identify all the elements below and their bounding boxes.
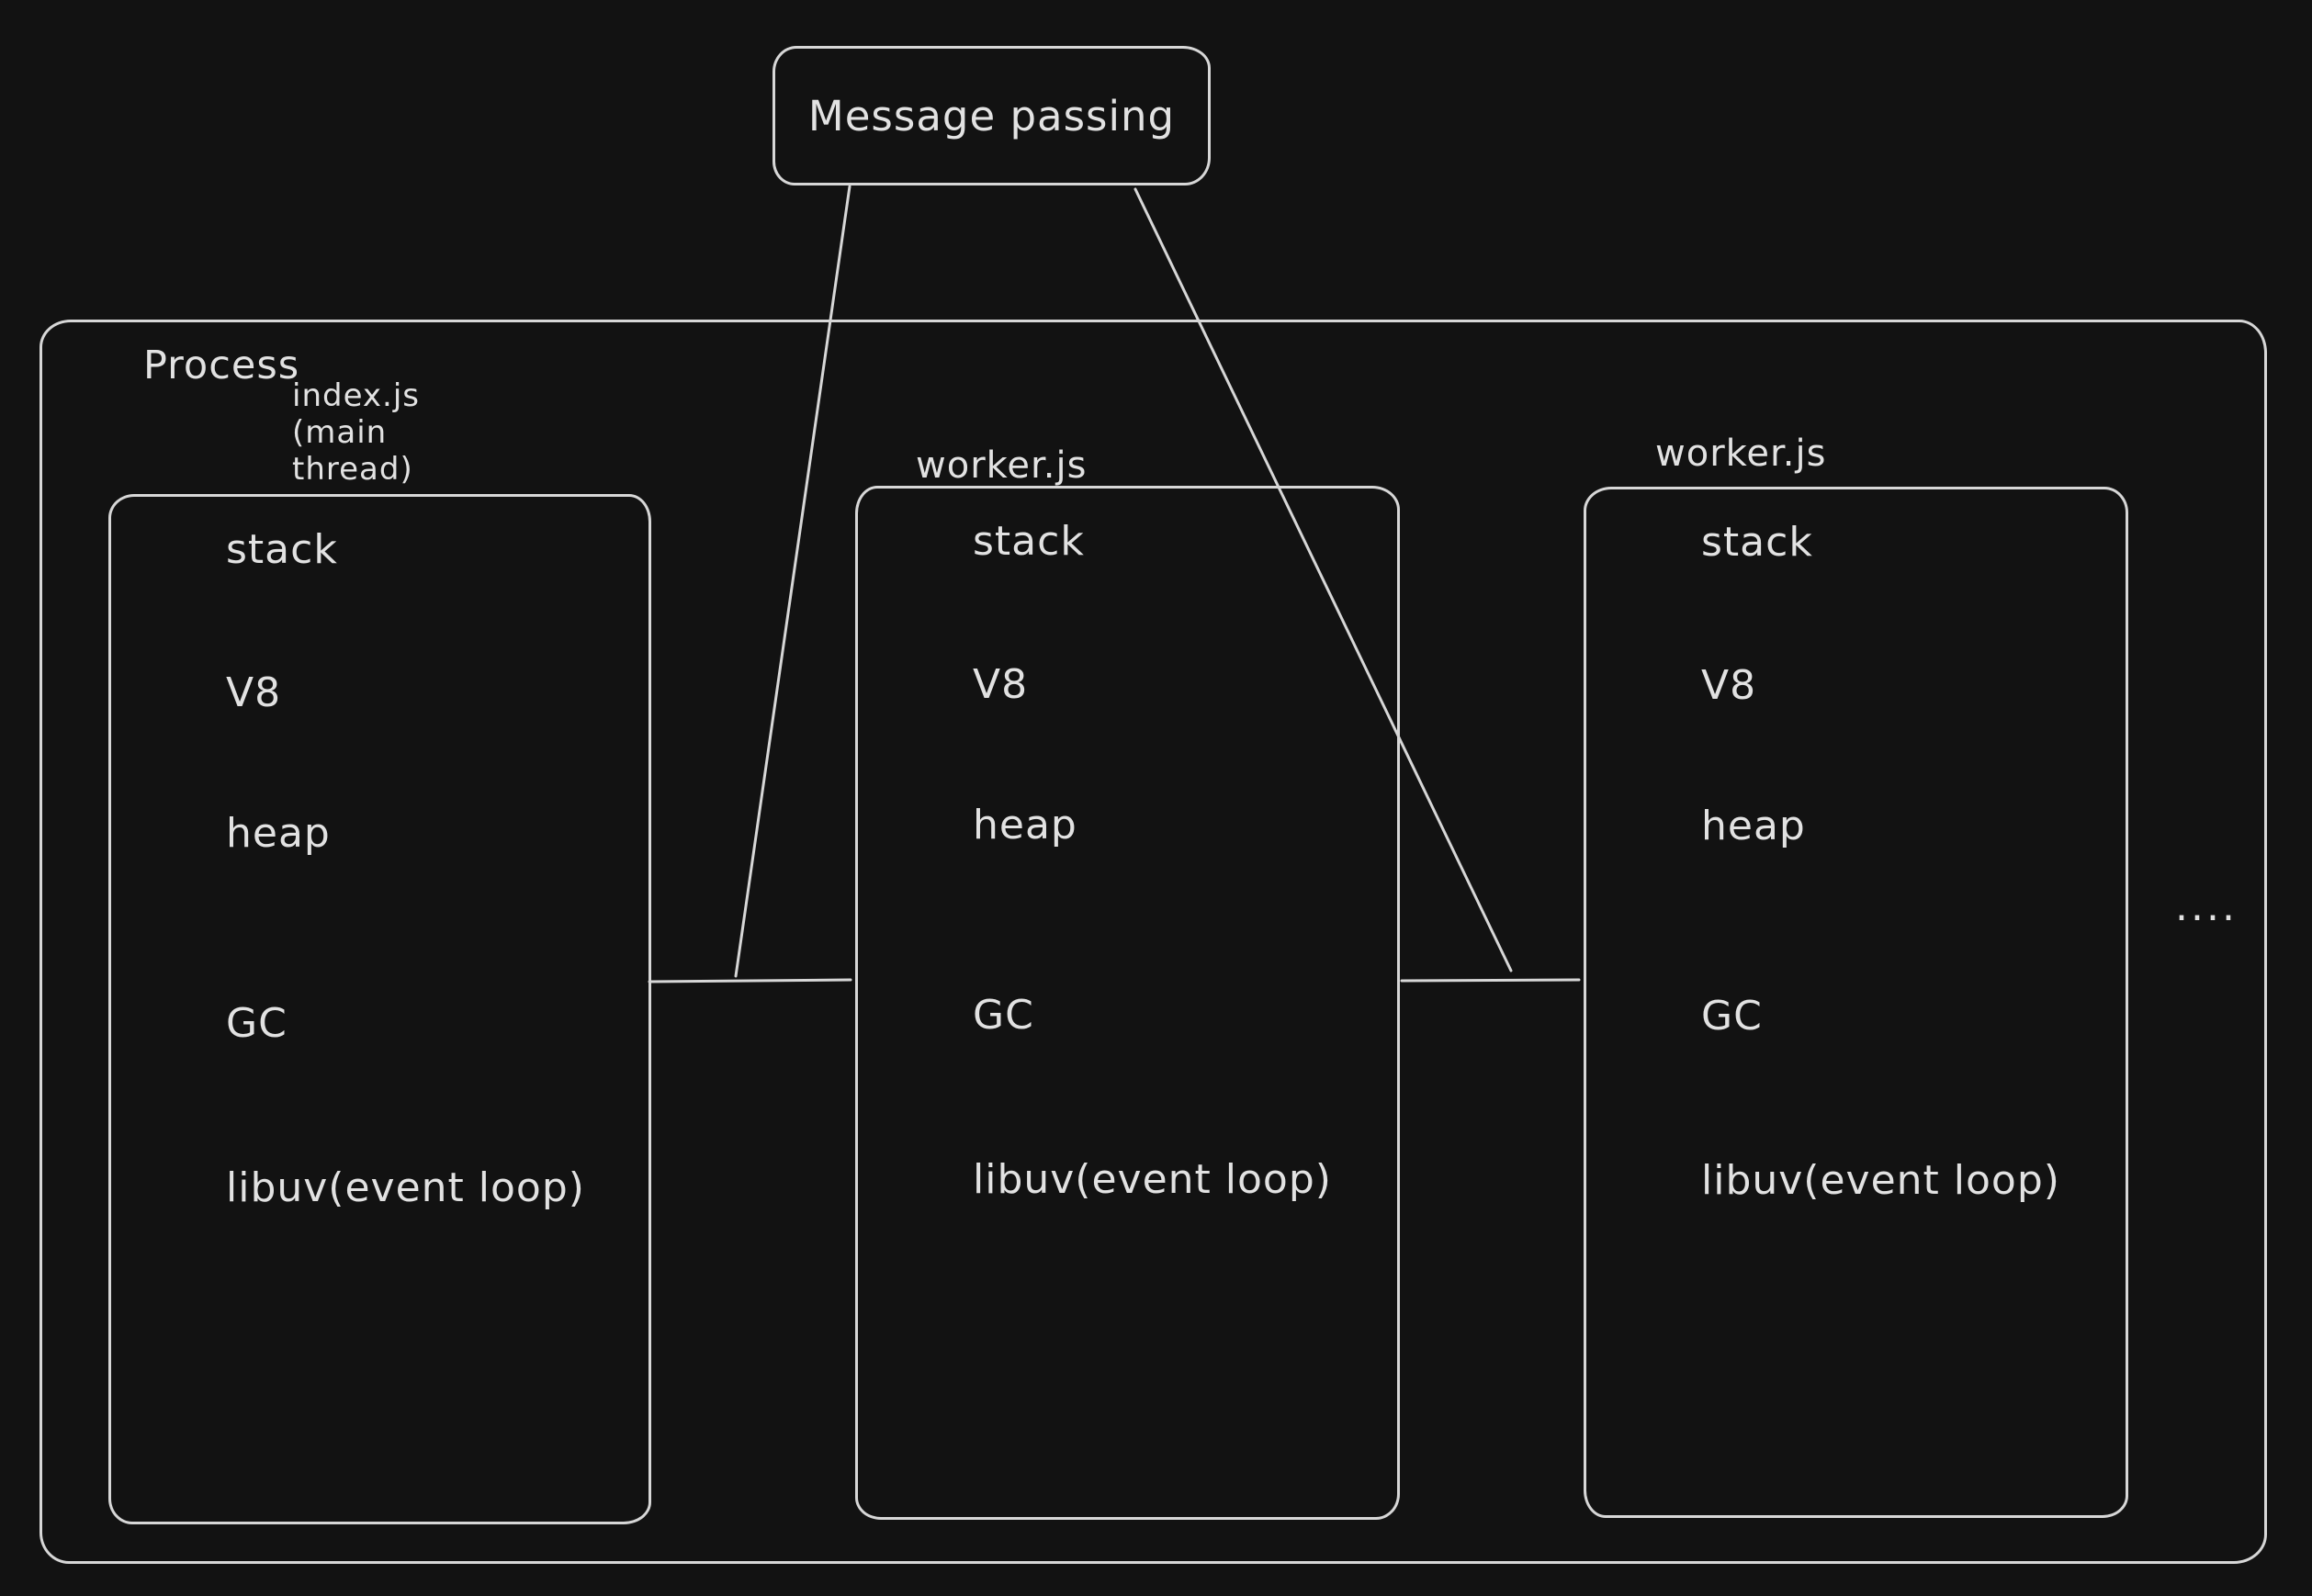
message-passing-label: Message passing <box>807 91 1176 140</box>
main-thread-item-v8: V8 <box>226 669 282 716</box>
more-workers-ellipsis: .... <box>2175 883 2238 930</box>
worker1-item-stack: stack <box>973 518 1085 565</box>
worker2-item-v8: V8 <box>1701 662 1757 709</box>
worker2-item-gc: GC <box>1701 993 1763 1040</box>
main-thread-item-libuv: libuv(event loop) <box>226 1164 585 1211</box>
main-thread-title-line-3: thread) <box>292 451 413 488</box>
main-thread-box: stack V8 heap GC libuv(event loop) <box>108 494 651 1524</box>
worker2-item-heap: heap <box>1701 803 1806 849</box>
worker1-item-v8: V8 <box>973 661 1029 708</box>
main-thread-item-stack: stack <box>226 526 338 573</box>
main-thread-title-line-1: index.js <box>292 377 420 414</box>
worker2-item-libuv: libuv(event loop) <box>1701 1157 2060 1204</box>
worker2-item-stack: stack <box>1701 519 1813 566</box>
main-thread-title: index.js (main thread) <box>292 377 420 488</box>
worker2-title: worker.js <box>1655 433 1827 475</box>
process-box: Process index.js (main thread) worker.js… <box>39 320 2267 1564</box>
main-thread-item-heap: heap <box>226 810 331 857</box>
process-label: Process <box>143 343 300 388</box>
main-thread-title-line-2: (main <box>292 414 388 451</box>
worker1-item-libuv: libuv(event loop) <box>973 1156 1332 1203</box>
worker1-box: stack V8 heap GC libuv(event loop) <box>855 486 1400 1520</box>
message-passing-box: Message passing <box>773 46 1211 185</box>
main-thread-item-gc: GC <box>226 1000 288 1047</box>
worker2-box: stack V8 heap GC libuv(event loop) <box>1584 487 2128 1518</box>
worker1-item-heap: heap <box>973 802 1077 849</box>
worker1-title: worker.js <box>916 444 1088 487</box>
worker1-item-gc: GC <box>973 992 1034 1039</box>
